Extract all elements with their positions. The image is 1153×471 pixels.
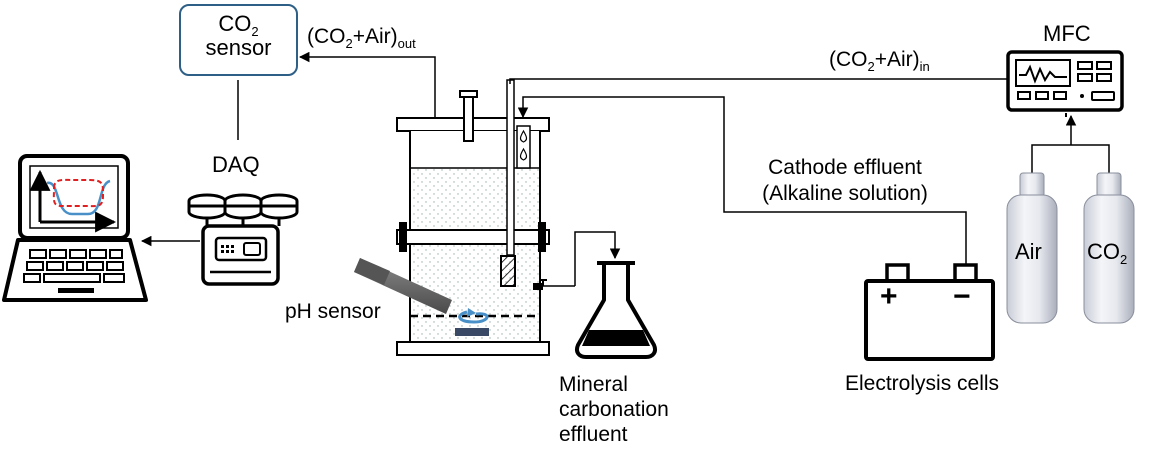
- air-cylinder-label: Air: [1015, 239, 1042, 264]
- air-cylinder-icon: [1006, 172, 1058, 324]
- outlet-mid: +Air): [352, 25, 398, 48]
- mineral-line3: effluent: [559, 423, 628, 447]
- outlet-sub: 2: [345, 36, 353, 51]
- ph-probe-icon: [354, 258, 452, 314]
- co2-cylinder-text: CO: [1087, 239, 1120, 264]
- outlet-flow-label: (CO2+Air)out: [307, 25, 416, 51]
- co2-cylinder-sub: 2: [1120, 252, 1128, 267]
- cathode-effluent-label: Cathode effluent (Alkaline solution): [735, 155, 955, 208]
- outlet-suffix: out: [397, 36, 416, 51]
- co2-sensor-text-2: sensor: [205, 35, 272, 61]
- stirring-arrow: [458, 310, 489, 324]
- cathode-effluent-line: [517, 96, 967, 265]
- co2-sensor-text: CO: [218, 11, 252, 36]
- mfc-label: MFC: [1043, 21, 1091, 46]
- cylinder-mfc-lines: [1031, 144, 1110, 174]
- co2-sensor-box: [179, 4, 298, 76]
- laptop-icon: [2, 154, 148, 302]
- electrolysis-label: Electrolysis cells: [845, 372, 1000, 395]
- mineral-line2: carbonation: [559, 398, 669, 422]
- electrolysis-cell-icon: [864, 263, 995, 361]
- mineral-effluent-label: Mineral carbonation effluent: [559, 372, 669, 448]
- mineral-line1: Mineral: [559, 373, 628, 396]
- battery-minus-sign: −: [953, 280, 971, 313]
- outlet-valve: [533, 279, 575, 290]
- reactor-vessel: [396, 117, 550, 356]
- mfc-device-icon: [1006, 50, 1124, 117]
- daq-label: DAQ: [212, 152, 260, 177]
- lid-fitting: [459, 90, 478, 142]
- inlet-sub: 2: [867, 59, 875, 74]
- inlet-open: (CO: [829, 48, 868, 71]
- inlet-mid: +Air): [874, 48, 920, 71]
- co2-cylinder-icon: [1083, 172, 1135, 324]
- inlet-gas-line: [509, 78, 1008, 84]
- outlet-gas-line: [298, 51, 436, 118]
- stir-bar: [455, 328, 489, 336]
- cathode-effluent-line2: (Alkaline solution): [762, 182, 928, 206]
- erlenmeyer-flask-icon: [575, 261, 657, 359]
- ph-sensor-label: pH sensor: [285, 300, 381, 323]
- effluent-line: [574, 231, 621, 286]
- inlet-suffix: in: [919, 59, 930, 74]
- co2-sensor-label: CO2 sensor: [180, 11, 297, 61]
- co2-sensor-sub: 2: [251, 24, 259, 39]
- droplet-icon: [519, 129, 528, 161]
- inlet-flow-label: (CO2+Air)in: [829, 48, 930, 74]
- cathode-effluent-line1: Cathode effluent: [768, 156, 922, 179]
- co2-cylinder-label: CO2: [1087, 239, 1128, 267]
- outlet-open: (CO: [307, 25, 346, 48]
- battery-plus-sign: +: [880, 280, 898, 313]
- daq-device-icon: [187, 193, 299, 286]
